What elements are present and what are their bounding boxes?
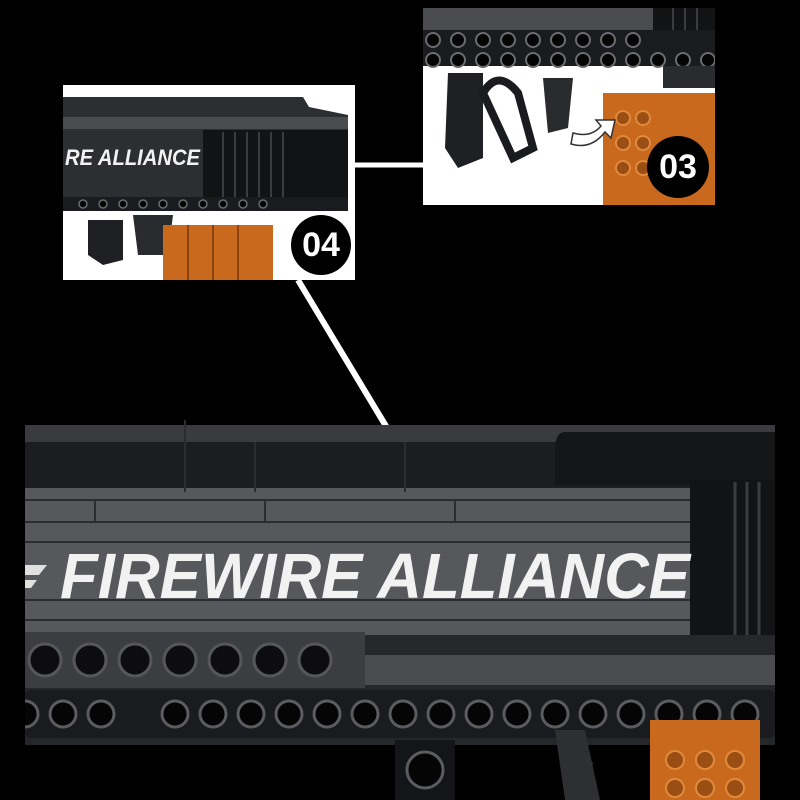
inset-step-03: 03 — [423, 8, 715, 205]
inset-step-04: RE ALLIANCE 04 — [63, 85, 355, 280]
logo-chevron-icon — [25, 565, 47, 588]
step-badge-03: 03 — [647, 136, 709, 198]
rotate-arrow-icon — [570, 119, 616, 147]
main-model-closeup: FIREWIRE ALLIANCE — [25, 420, 775, 800]
step-badge-04: 04 — [291, 215, 351, 275]
inset-04-model: RE ALLIANCE — [63, 97, 348, 280]
brand-text: FIREWIRE ALLIANCE — [60, 540, 692, 612]
inset-brand-text: RE ALLIANCE — [65, 145, 201, 170]
